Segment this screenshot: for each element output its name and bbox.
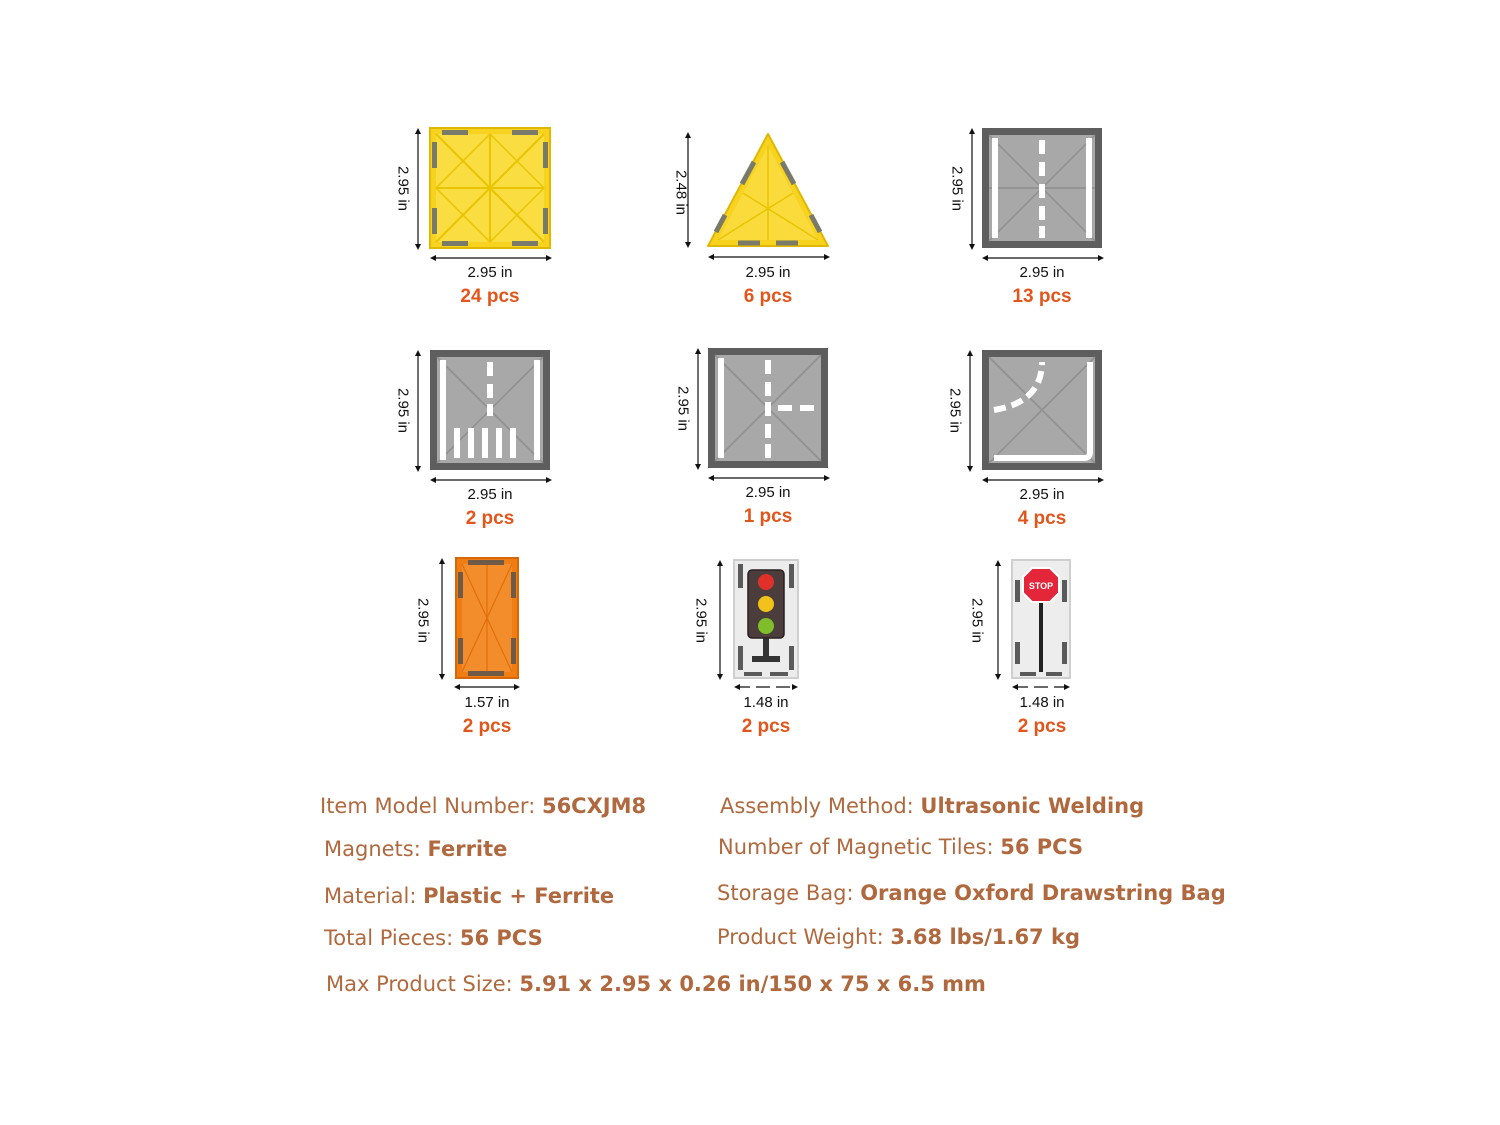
- stop-sign-tile-icon: STOP: [995, 559, 1071, 690]
- spec-max-product-size: Max Product Size: 5.91 x 2.95 x 0.26 in/…: [326, 972, 986, 996]
- tile-width-label: 1.48 in: [743, 694, 789, 711]
- tile-height-label: 2.95 in: [674, 385, 692, 432]
- spec-value: Plastic + Ferrite: [423, 884, 615, 908]
- traffic-light-tile-icon: [717, 559, 799, 690]
- tile-count-label: 4 pcs: [1017, 508, 1067, 529]
- tile-traffic-light: 2.95 in 1.48 in 2 pcs: [668, 552, 928, 762]
- tile-count-label: 2 pcs: [465, 508, 515, 529]
- tile-count-label: 24 pcs: [460, 286, 520, 307]
- tile-width-label: 2.95 in: [745, 484, 791, 501]
- tile-width-label: 2.95 in: [1019, 486, 1065, 503]
- tile-height-label: 2.95 in: [948, 165, 966, 212]
- tile-height-label: 2.95 in: [946, 387, 964, 434]
- tile-height-label: 2.95 in: [394, 165, 412, 212]
- tile-yellow-square: 2.95 in 2.95 in 24 pcs: [390, 120, 650, 330]
- spec-label: Material:: [324, 884, 424, 908]
- tile-height-label: 2.95 in: [414, 597, 432, 644]
- spec-label: Item Model Number:: [320, 794, 542, 818]
- road-crosswalk-tile-icon: [415, 350, 552, 483]
- tile-orange-rectangle: 2.95 in 1.57 in 2 pcs: [390, 552, 650, 762]
- spec-item-model: Item Model Number: 56CXJM8: [320, 794, 646, 818]
- spec-label: Storage Bag:: [717, 881, 861, 905]
- tile-stop-sign: STOP 2.95 in 1.48 in 2 pcs: [942, 552, 1202, 762]
- yellow-square-tile-icon: [415, 127, 552, 261]
- spec-value: Orange Oxford Drawstring Bag: [860, 881, 1226, 905]
- tile-road-crosswalk: 2.95 in 2.95 in 2 pcs: [390, 342, 650, 552]
- spec-value: 56 PCS: [1000, 835, 1084, 859]
- tile-width-label: 2.95 in: [745, 264, 791, 281]
- tile-road-t-junction: 2.95 in 2.95 in 1 pcs: [668, 340, 928, 550]
- tile-height-label: 2.48 in: [672, 169, 690, 216]
- tile-width-label: 2.95 in: [467, 486, 513, 503]
- tile-yellow-triangle: 2.48 in 2.95 in 6 pcs: [668, 120, 928, 330]
- tile-height-label: 2.95 in: [692, 597, 710, 644]
- road-curve-tile-icon: [967, 350, 1104, 483]
- spec-label: Number of Magnetic Tiles:: [718, 835, 1001, 859]
- tile-count-label: 13 pcs: [1012, 286, 1072, 307]
- tile-width-label: 1.48 in: [1019, 694, 1065, 711]
- yellow-triangle-tile-icon: [685, 132, 830, 260]
- orange-rectangle-tile-icon: [439, 557, 520, 690]
- spec-magnets: Magnets: Ferrite: [324, 837, 507, 861]
- spec-label: Product Weight:: [717, 925, 891, 949]
- road-t-junction-tile-icon: [695, 348, 830, 481]
- spec-number-of-tiles: Number of Magnetic Tiles: 56 PCS: [718, 835, 1083, 859]
- spec-storage-bag: Storage Bag: Orange Oxford Drawstring Ba…: [717, 881, 1226, 905]
- spec-product-weight: Product Weight: 3.68 lbs/1.67 kg: [717, 925, 1080, 949]
- spec-assembly-method: Assembly Method: Ultrasonic Welding: [720, 794, 1144, 818]
- tile-road-curve: 2.95 in 2.95 in 4 pcs: [942, 342, 1202, 552]
- stop-sign-text: STOP: [1029, 581, 1053, 591]
- tile-width-label: 1.57 in: [464, 694, 510, 711]
- spec-value: 56CXJM8: [541, 794, 647, 818]
- tile-count-label: 2 pcs: [462, 716, 512, 737]
- tile-height-label: 2.95 in: [968, 597, 986, 644]
- tile-count-label: 6 pcs: [743, 286, 793, 307]
- spec-value: 3.68 lbs/1.67 kg: [890, 925, 1080, 949]
- spec-value: Ferrite: [427, 837, 508, 861]
- tile-width-label: 2.95 in: [467, 264, 513, 281]
- spec-value: 5.91 x 2.95 x 0.26 in/150 x 75 x 6.5 mm: [519, 972, 986, 996]
- tile-count-label: 1 pcs: [743, 506, 793, 527]
- spec-label: Assembly Method:: [720, 794, 921, 818]
- tile-count-label: 2 pcs: [741, 716, 791, 737]
- spec-value: Ultrasonic Welding: [920, 794, 1145, 818]
- tile-height-label: 2.95 in: [394, 387, 412, 434]
- spec-label: Max Product Size:: [326, 972, 520, 996]
- tile-count-label: 2 pcs: [1017, 716, 1067, 737]
- tile-width-label: 2.95 in: [1019, 264, 1065, 281]
- spec-value: 56 PCS: [459, 926, 543, 950]
- road-straight-tile-icon: [969, 128, 1104, 261]
- spec-label: Magnets:: [324, 837, 428, 861]
- spec-total-pieces: Total Pieces: 56 PCS: [324, 926, 543, 950]
- spec-label: Total Pieces:: [324, 926, 460, 950]
- spec-material: Material: Plastic + Ferrite: [324, 884, 614, 908]
- tile-road-straight: 2.95 in 2.95 in 13 pcs: [942, 120, 1202, 330]
